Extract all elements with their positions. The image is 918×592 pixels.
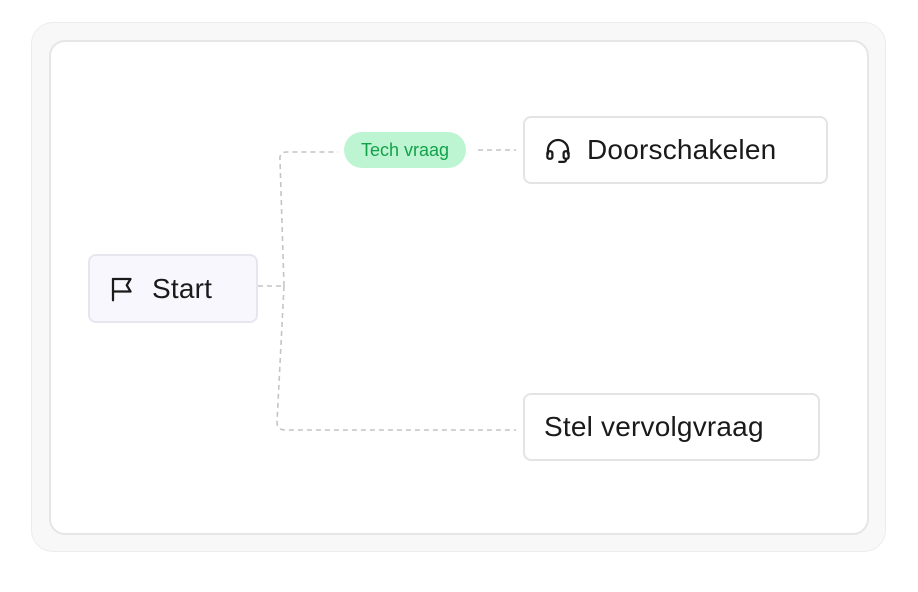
headset-icon	[543, 135, 573, 165]
flag-icon	[108, 274, 138, 304]
start-node[interactable]: Start	[88, 254, 258, 323]
start-node-label: Start	[152, 272, 213, 304]
transfer-node-label: Doorschakelen	[587, 134, 777, 165]
edge-label-badge[interactable]: Tech vraag	[344, 132, 466, 168]
followup-node[interactable]: Stel vervolgvraag	[523, 393, 820, 461]
transfer-node[interactable]: Doorschakelen	[523, 116, 828, 184]
followup-node-label: Stel vervolgvraag	[544, 411, 764, 442]
